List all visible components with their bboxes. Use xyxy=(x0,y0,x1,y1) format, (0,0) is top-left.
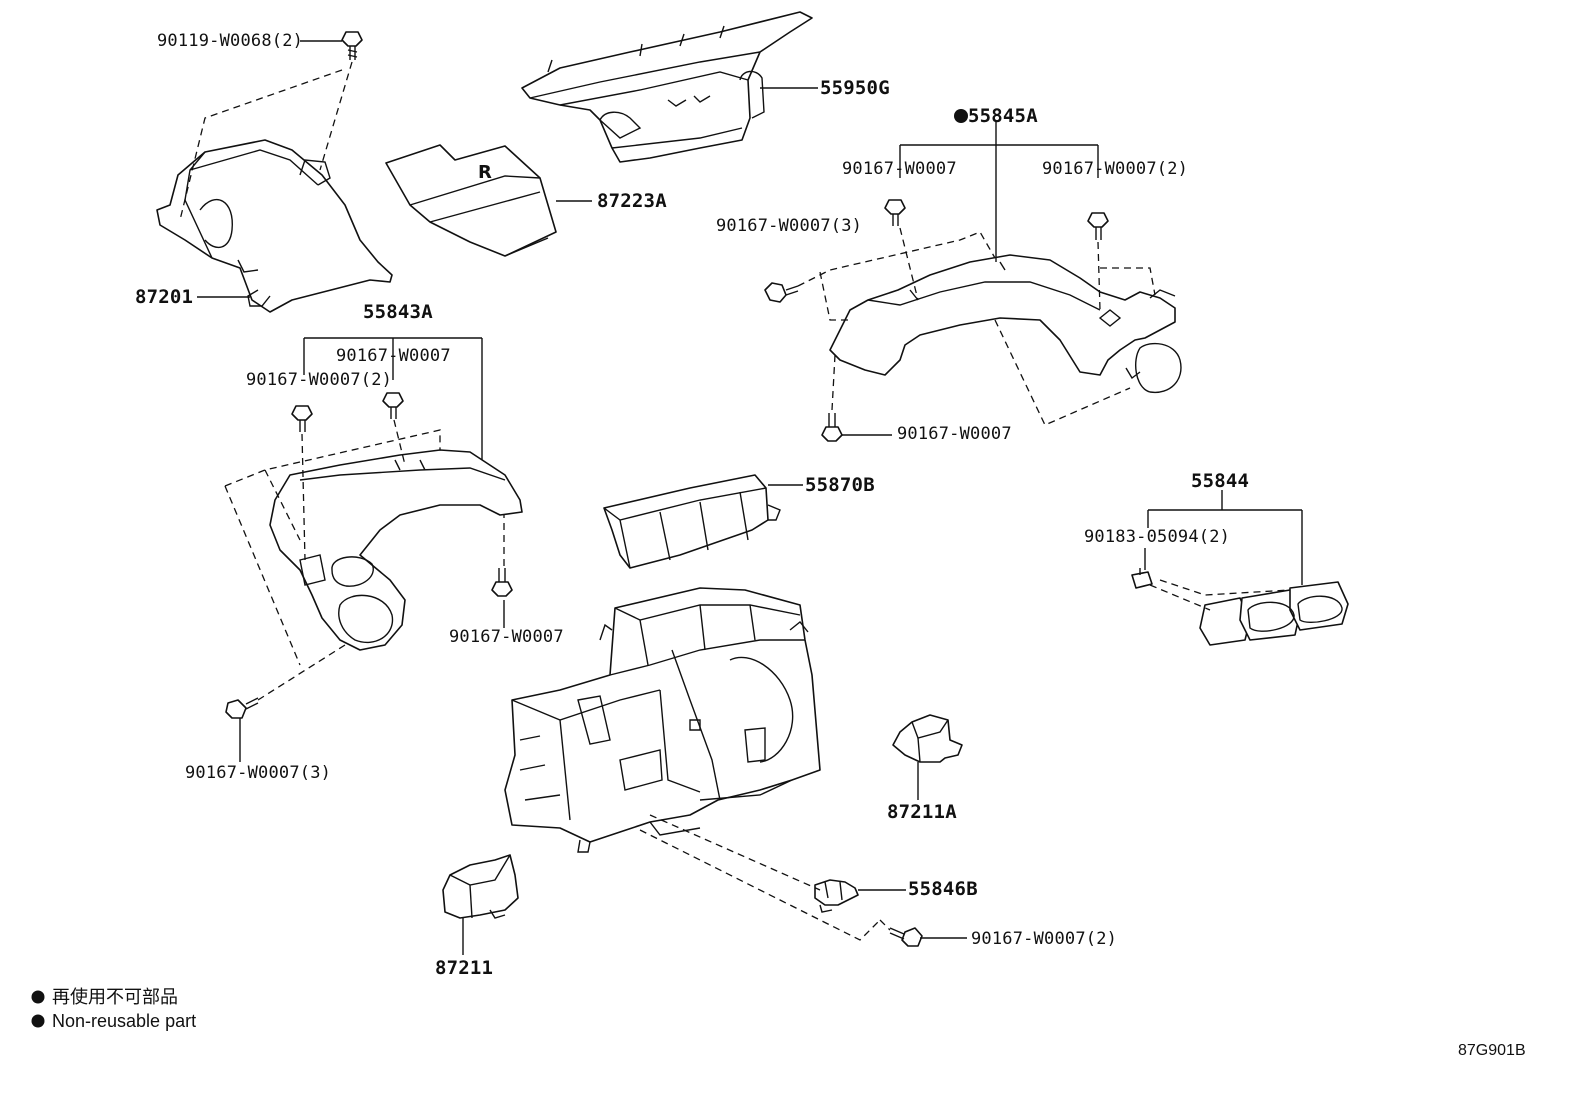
label-55844: 55844 xyxy=(1191,470,1250,492)
legend-dot-en xyxy=(31,1014,45,1028)
label-55870b: 55870B xyxy=(805,474,875,496)
label-screw-55845a-right: 90167-W0007(2) xyxy=(1042,159,1189,179)
label-clip-55844: 90183-05094(2) xyxy=(1084,527,1231,547)
label-screw-55845a-side: 90167-W0007(3) xyxy=(716,216,863,236)
legend-text-en: Non-reusable part xyxy=(52,1011,197,1031)
screw-55843a-mid-shape xyxy=(382,392,404,419)
screw-55845a-left-shape xyxy=(884,199,906,226)
screw-55845a-right-shape xyxy=(1087,212,1109,240)
duct-55845a-shape xyxy=(829,254,1182,394)
part-87211a-shape xyxy=(892,714,963,763)
filter-55870b-shape xyxy=(603,474,781,569)
label-screw-55846b: 90167-W0007(2) xyxy=(971,929,1118,949)
legend-dot-jp xyxy=(31,990,45,1004)
label-screw-55843a-right: 90167-W0007 xyxy=(449,627,564,647)
figure-code: 87G901B xyxy=(1458,1042,1526,1059)
duct-55843a-shape xyxy=(269,449,523,651)
screw-55843a-bottom-shape xyxy=(225,697,259,719)
label-screw-55843a-left: 90167-W0007(2) xyxy=(246,370,393,390)
vent-55844-shape xyxy=(1199,581,1349,646)
label-87211a: 87211A xyxy=(887,801,957,823)
label-screw-55843a-mid: 90167-W0007 xyxy=(336,346,451,366)
non-reusable-dot-55845a xyxy=(954,109,968,123)
duct-87201-shape xyxy=(156,139,393,313)
label-87223a: 87223A xyxy=(597,190,667,212)
label-screw-55845a-bottom: 90167-W0007 xyxy=(897,424,1012,444)
label-bolt-90119: 90119-W0068(2) xyxy=(157,31,304,51)
label-87201: 87201 xyxy=(135,286,194,308)
label-screw-55843a-bottom: 90167-W0007(3) xyxy=(185,763,332,783)
duct-55950g-shape xyxy=(521,11,813,163)
label-55845a: 55845A xyxy=(968,105,1038,127)
screw-55846b-shape xyxy=(889,927,923,947)
label-87211: 87211 xyxy=(435,957,494,979)
bolt-90119-shape xyxy=(341,31,363,60)
r-mark: R xyxy=(478,162,492,183)
legend-text-jp: 再使用不可部品 xyxy=(52,987,178,1007)
label-55843a: 55843A xyxy=(363,301,433,323)
part-87211-shape xyxy=(442,854,519,919)
cover-87223a-shape: R xyxy=(385,144,557,257)
screw-55843a-left-shape xyxy=(291,405,313,432)
hvac-unit-shape xyxy=(504,587,821,853)
clip-55844-shape xyxy=(1131,568,1153,589)
label-55846b: 55846B xyxy=(908,878,978,900)
label-55950g: 55950G xyxy=(820,77,890,99)
bracket-55846b-shape xyxy=(814,879,859,913)
screw-55845a-side-shape xyxy=(764,282,799,303)
label-screw-55845a-left: 90167-W0007 xyxy=(842,159,957,179)
screw-55843a-right-shape xyxy=(491,568,513,597)
screw-55845a-bottom-shape xyxy=(821,413,843,442)
